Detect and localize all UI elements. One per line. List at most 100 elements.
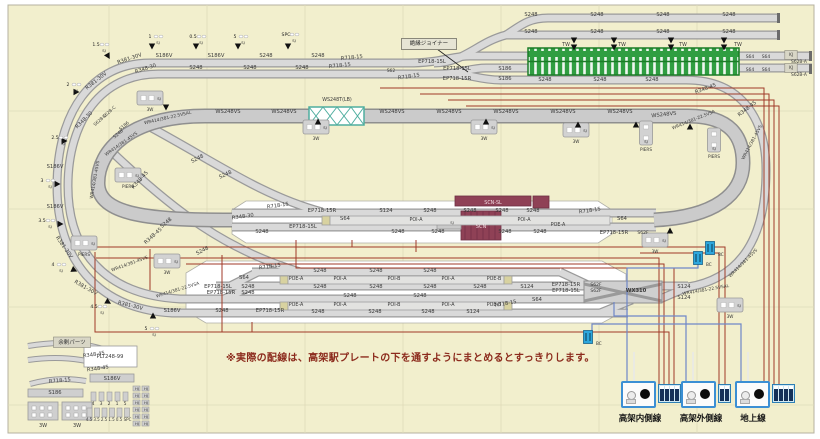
platforms[interactable]: [279, 215, 611, 311]
length-marker: 2.5SJ: [51, 135, 69, 146]
bc-connector[interactable]: BC: [693, 251, 712, 268]
feeder-wire-blue: [613, 302, 687, 381]
bc-layer: BC BC BC: [583, 241, 724, 347]
piece-label: HJ: [144, 386, 148, 391]
sj-joint-label: SJ: [323, 125, 327, 130]
point-switch-lever[interactable]: [670, 386, 674, 401]
piece-label: WS248VS: [493, 109, 518, 115]
bc-connector[interactable]: BC: [705, 241, 724, 258]
piece-label: 2.5: [101, 417, 108, 422]
label-box: [784, 50, 798, 60]
point-switch-lever[interactable]: [779, 386, 783, 401]
piece-label: S248: [722, 29, 735, 35]
pad-sub-label: 3W: [147, 107, 154, 112]
piece-label: 3W: [39, 423, 47, 429]
point-switch-lever[interactable]: [660, 386, 664, 401]
marker-number: 3.5: [38, 218, 45, 224]
piece-label: S248: [423, 268, 436, 274]
power-controller-ground[interactable]: [735, 381, 770, 408]
piece-label: R348-30: [232, 213, 255, 222]
girder-bridge[interactable]: [527, 47, 740, 76]
piece-label: WX310: [626, 288, 647, 294]
piece-label: SCN-SL: [484, 200, 502, 206]
piece-label: S248: [369, 284, 382, 290]
piece-label: S248: [241, 284, 254, 290]
piece-label: S124: [379, 208, 393, 214]
marker-sj-label: SJ: [156, 40, 160, 45]
pad-sub-label: 3W: [573, 139, 580, 144]
piece-label: HJ: [135, 386, 139, 391]
point-switch-lever[interactable]: [665, 386, 669, 401]
piece-label: S248: [538, 77, 551, 83]
piece-label: S248: [218, 170, 233, 181]
marker-number: 4: [52, 262, 55, 268]
throttle-knob-icon[interactable]: [640, 389, 650, 399]
point-switch-lever[interactable]: [675, 386, 679, 401]
piece-label: EP718-15R: [600, 230, 629, 236]
bc-label: BC: [718, 252, 724, 257]
switch-bank-2[interactable]: [718, 384, 731, 403]
piece-label: HJ: [144, 393, 148, 398]
power-slider-icon[interactable]: [686, 399, 696, 404]
marker-number: 5: [145, 326, 148, 332]
pad-sub-label: 3W: [481, 136, 488, 141]
piece-label: S248: [215, 308, 228, 314]
point-switch-lever[interactable]: [725, 386, 729, 401]
point-switch-lever[interactable]: [774, 386, 778, 401]
piece-label: S248: [645, 77, 658, 83]
piece-label: S186V: [208, 53, 225, 59]
marker-number: 1: [149, 34, 152, 40]
piece-label: R718-15: [579, 207, 602, 216]
piece-label: S248: [413, 293, 426, 299]
controller-label-elevated-outer: 高架外側線: [679, 414, 723, 424]
sj-joint-label: SJ: [583, 128, 587, 133]
piece-label: HJ: [135, 393, 139, 398]
feeder-arrow: [73, 88, 80, 96]
feeder-arrow: [667, 37, 675, 44]
switch-bank-3[interactable]: [772, 384, 795, 403]
pad-sub-label: PIERS: [640, 147, 652, 152]
track-network[interactable]: [52, 13, 812, 318]
point-switch-lever[interactable]: [789, 386, 793, 401]
piece-label: 4.5: [86, 417, 93, 422]
throttle-knob-icon[interactable]: [754, 389, 764, 399]
point-switch-lever[interactable]: [720, 386, 724, 401]
rerailer-pad[interactable]: SJ 3W: [562, 122, 590, 144]
piece-label: S248: [495, 208, 508, 214]
feeder-arrow: [610, 44, 618, 51]
piece-label: S62B-A: [791, 72, 807, 78]
double-crossover[interactable]: [583, 280, 663, 304]
pad-sub-label: PIERS: [78, 252, 90, 257]
arrows-layer: [54, 37, 728, 319]
bc-connector[interactable]: BC: [583, 330, 602, 347]
power-controller-elevated-inner[interactable]: [621, 381, 656, 408]
throttle-knob-icon[interactable]: [700, 389, 710, 399]
piece-label: S248: [313, 284, 326, 290]
feeder-arrow: [570, 37, 578, 44]
point-switch-lever[interactable]: [784, 386, 788, 401]
power-controller-elevated-outer[interactable]: [681, 381, 716, 408]
piece-label: S248: [311, 53, 324, 59]
piece-label: S64: [762, 67, 771, 73]
feeder-arrow: [482, 118, 490, 125]
length-marker: 4SJ: [52, 262, 67, 273]
feeder-wire-red: [96, 246, 726, 384]
piece-label: S62B-A: [791, 59, 807, 65]
power-slider-icon[interactable]: [626, 399, 636, 404]
power-slider-icon[interactable]: [740, 399, 750, 404]
piece-label: S248: [526, 208, 539, 214]
piece-label: POI-A: [518, 217, 532, 223]
piece-label: 余剰パーツ: [58, 338, 85, 346]
switch-bank-1[interactable]: [658, 384, 681, 403]
